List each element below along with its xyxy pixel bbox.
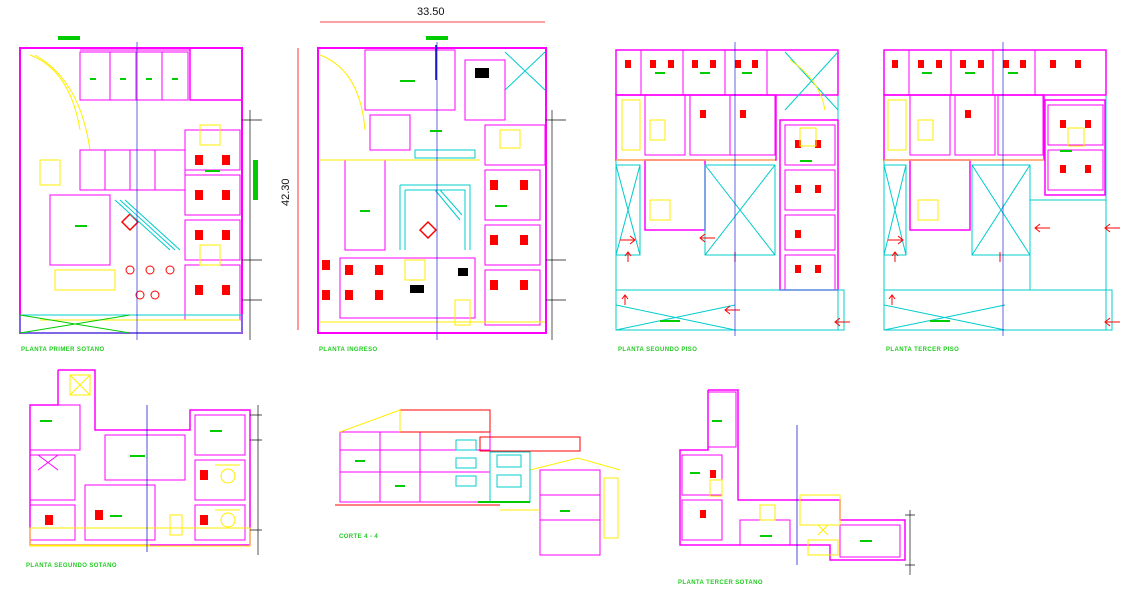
label-planta-tercer-sotano: PLANTA TERCER SOTANO [678,580,763,586]
label-corte: CORTE 4 - 4 [339,534,379,540]
label-planta-segundo-piso: PLANTA SEGUNDO PISO [618,347,698,353]
width-dimension: 33.50 [417,6,445,18]
plan-primer-sotano [19,36,262,340]
label-planta-ingreso: PLANTA INGRESO [319,347,378,353]
plan-tercer-piso [883,42,1120,336]
plan-segundo-sotano [29,369,262,555]
label-planta-primer-sotano: PLANTA PRIMER SOTANO [21,347,105,353]
plan-segundo-piso [615,42,850,336]
height-dimension: 42.30 [280,178,292,206]
plan-ingreso [297,21,566,340]
plan-tercer-sotano [679,389,915,575]
label-planta-tercer-piso: PLANTA TERCER PISO [886,347,960,353]
label-planta-segundo-sotano: PLANTA SEGUNDO SOTANO [26,563,117,569]
section-corte [335,409,621,556]
